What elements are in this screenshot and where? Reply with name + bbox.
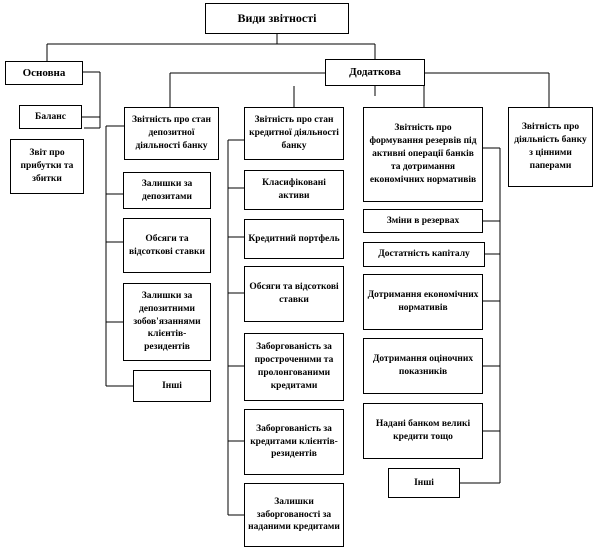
deposit-other-box: Інші: [133, 370, 211, 402]
granted-credit-balances-box: Залишки заборгованості за наданими креди…: [244, 483, 344, 547]
deposit-activity-header: Звітність про стан депозитної діяльності…: [124, 107, 219, 160]
large-credits-box: Надані банком великі кредити тощо: [363, 403, 483, 459]
credit-activity-header: Звітність про стан кредитної діяльності …: [244, 107, 344, 160]
reserves-normatives-header: Звітність про формування резервів під ак…: [363, 107, 483, 202]
evaluation-indicators-box: Дотримання оціночних показників: [363, 338, 483, 394]
additional-category-box: Додаткова: [325, 59, 425, 86]
resident-credit-debt-box: Заборгованість за кредитами клієнтів-рез…: [244, 409, 344, 475]
reserves-other-box: Інші: [388, 468, 460, 498]
credit-volumes-rates-box: Обсяги та відсоткові ставки: [244, 266, 344, 322]
overdue-prolonged-debt-box: Заборгованість за простроченими та проло…: [244, 333, 344, 401]
economic-normatives-box: Дотримання економічних нормативів: [363, 274, 483, 330]
deposit-volumes-rates-box: Обсяги та відсоткові ставки: [123, 218, 211, 273]
reserve-changes-box: Зміни в резервах: [363, 209, 483, 233]
diagram-title: Види звітності: [205, 3, 349, 34]
resident-deposit-liabilities-box: Залишки за депозитними зобов'язаннями кл…: [123, 283, 211, 361]
profit-loss-report-box: Звіт про прибутки та збитки: [10, 139, 84, 194]
credit-portfolio-box: Кредитний портфель: [244, 219, 344, 259]
balance-box: Баланс: [19, 105, 82, 129]
classified-assets-box: Класифіковані активи: [244, 170, 344, 210]
capital-adequacy-box: Достатність капіталу: [363, 242, 485, 267]
main-category-box: Основна: [5, 61, 83, 85]
deposit-balances-box: Залишки за депозитами: [123, 172, 211, 209]
securities-activity-header: Звітність про діяльність банку з цінними…: [508, 107, 593, 187]
